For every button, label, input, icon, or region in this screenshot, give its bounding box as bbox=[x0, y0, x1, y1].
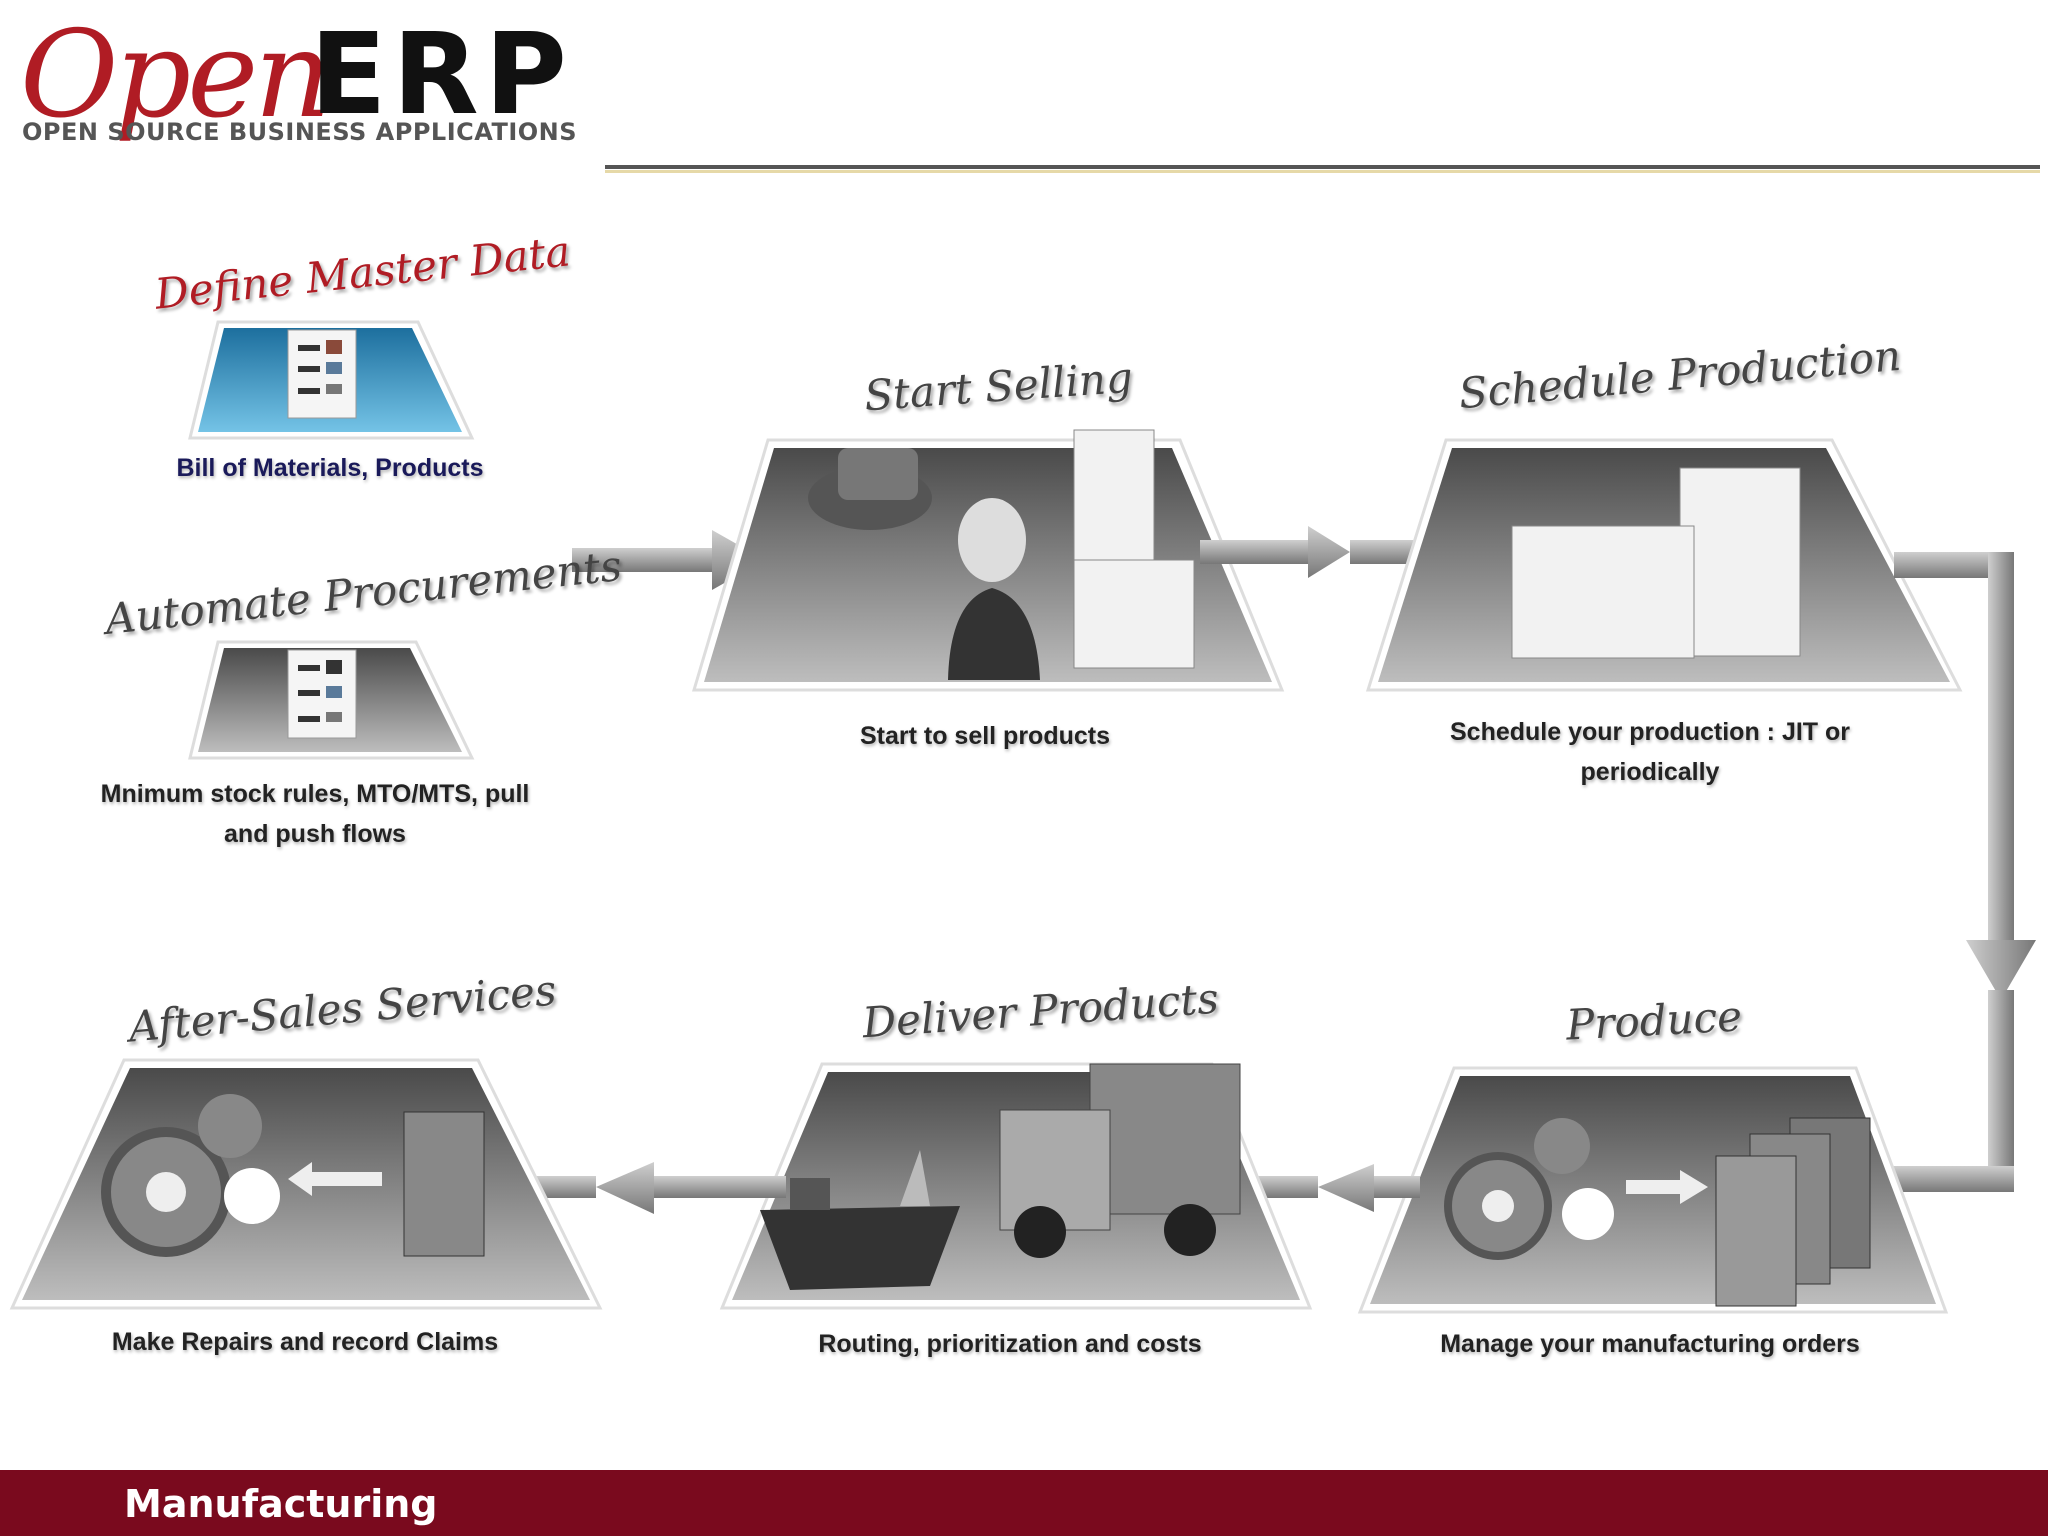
schedule-production-caption-line1: Schedule your production : JIT or bbox=[1380, 712, 1920, 752]
automate-procurements-caption: Mnimum stock rules, MTO/MTS, pull and pu… bbox=[60, 774, 570, 854]
automate-procurements-caption-line1: Mnimum stock rules, MTO/MTS, pull bbox=[60, 774, 570, 814]
arrow-to-after-sales bbox=[534, 1162, 786, 1214]
after-sales-panel bbox=[12, 1060, 600, 1308]
produce-caption: Manage your manufacturing orders bbox=[1380, 1324, 1920, 1364]
schedule-production-panel bbox=[1368, 440, 1960, 690]
master-data-panel bbox=[190, 322, 472, 438]
define-master-data-caption: Bill of Materials, Products bbox=[130, 448, 530, 488]
arrow-to-deliver bbox=[1248, 1164, 1420, 1212]
produce-panel bbox=[1360, 1068, 1946, 1312]
footer-title: Manufacturing bbox=[124, 1482, 438, 1526]
produce-title: Produce bbox=[1565, 991, 1743, 1049]
start-selling-caption: Start to sell products bbox=[800, 716, 1170, 756]
schedule-production-caption-line2: periodically bbox=[1380, 752, 1920, 792]
automate-procurements-caption-line2: and push flows bbox=[60, 814, 570, 854]
deliver-products-panel bbox=[722, 1064, 1310, 1308]
schedule-production-caption: Schedule your production : JIT or period… bbox=[1380, 712, 1920, 792]
after-sales-caption: Make Repairs and record Claims bbox=[60, 1322, 550, 1362]
start-selling-panel bbox=[694, 430, 1282, 690]
procurements-panel bbox=[190, 642, 472, 758]
deliver-products-caption: Routing, prioritization and costs bbox=[760, 1324, 1260, 1364]
